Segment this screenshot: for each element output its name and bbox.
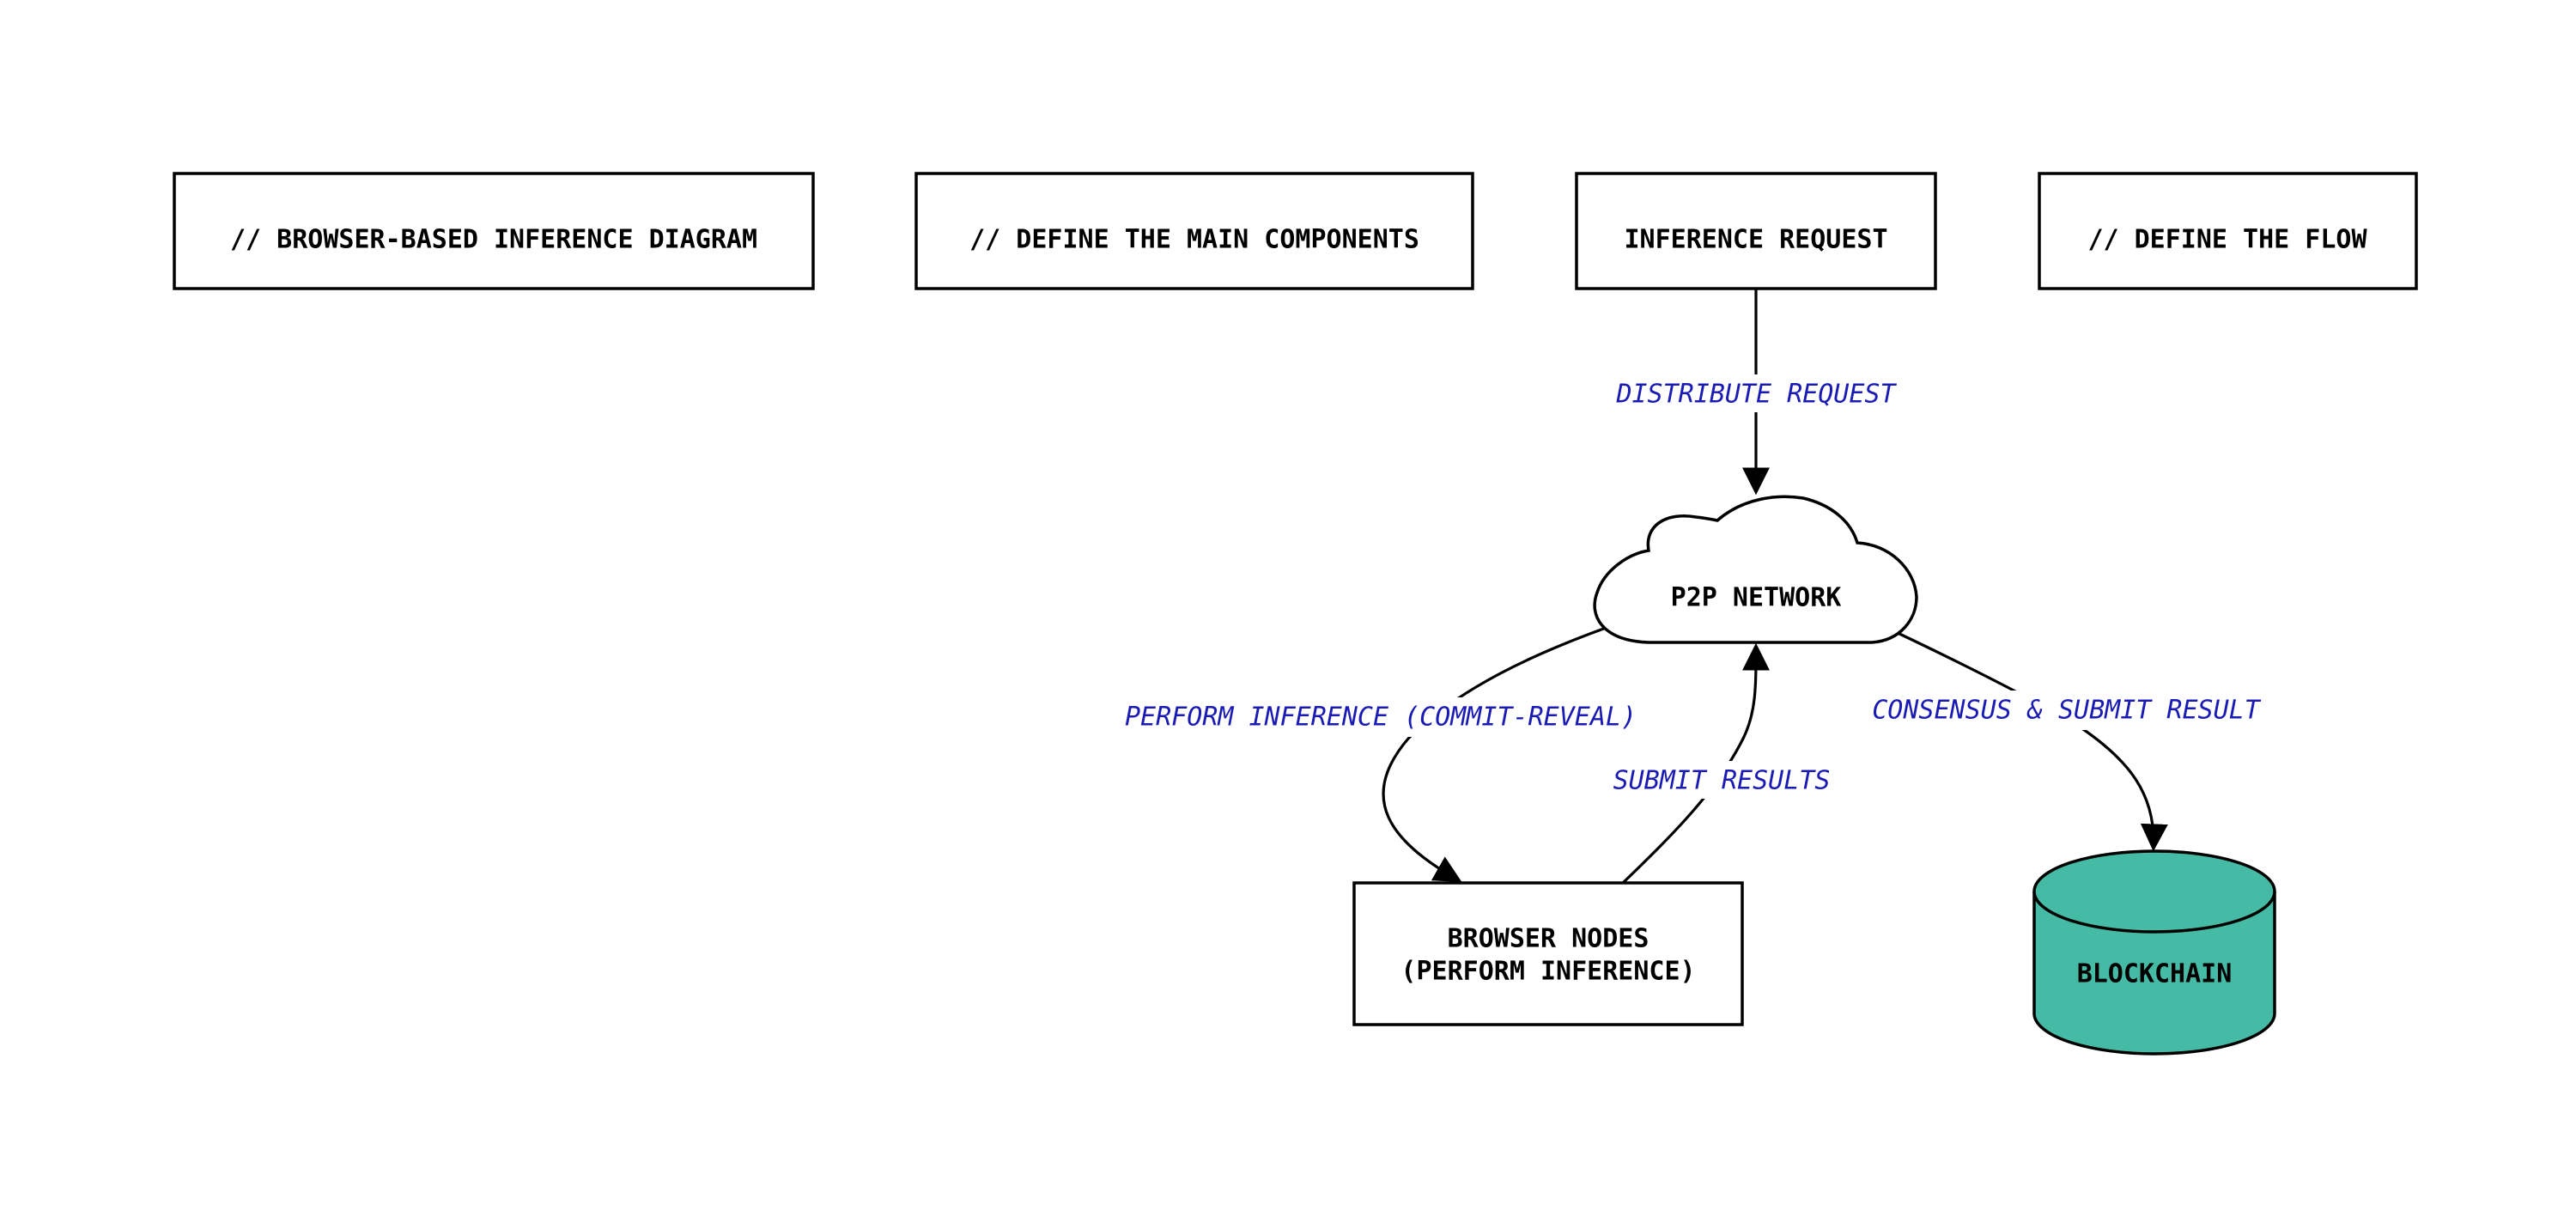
comment-box-main-components: // DEFINE THE MAIN COMPONENTS (914, 172, 1474, 290)
edge-perform-inference-label: PERFORM INFERENCE (COMMIT-REVEAL) (1125, 703, 1637, 733)
comment-box-browser-inference: // BROWSER-BASED INFERENCE DIAGRAM (173, 172, 815, 290)
comment-box-flow-frame (2038, 172, 2418, 290)
edge-perform-inference-label-bg (1106, 697, 1656, 737)
inference-request-frame (1575, 172, 1937, 290)
browser-nodes-node: BROWSER NODES (PERFORM INFERENCE) (1352, 881, 1744, 1026)
edge-submit-results-label-bg (1602, 761, 1841, 799)
edge-distribute-request-label: DISTRIBUTE REQUEST (1615, 380, 1897, 410)
edge-submit-results-label: SUBMIT RESULTS (1613, 766, 1831, 796)
comment-box-main-components-frame (914, 172, 1474, 290)
browser-nodes-label-line1: BROWSER NODES (1448, 924, 1649, 954)
p2p-network-node: P2P NETWORK (1593, 495, 1918, 644)
blockchain-cylinder-top (2032, 849, 2276, 934)
p2p-network-cloud-shape (1593, 495, 1918, 644)
comment-box-flow: // DEFINE THE FLOW (2038, 172, 2418, 290)
inference-request-label: INFERENCE REQUEST (1624, 225, 1887, 255)
blockchain-node: BLOCKCHAIN (2032, 849, 2276, 1056)
browser-nodes-label-line2: (PERFORM INFERENCE) (1400, 957, 1695, 987)
edge-submit-results: SUBMIT RESULTS (1602, 642, 1841, 885)
edge-perform-inference-line (1382, 625, 1609, 883)
comment-box-browser-inference-frame (173, 172, 815, 290)
edge-submit-results-line (1621, 642, 1770, 885)
blockchain-cylinder-body (2032, 891, 2276, 1056)
inference-request-node: INFERENCE REQUEST (1575, 172, 1937, 290)
edge-distribute-request-label-bg (1601, 374, 1911, 412)
comment-box-main-components-label: // DEFINE THE MAIN COMPONENTS (969, 225, 1419, 255)
edge-consensus-submit-label: CONSENSUS & SUBMIT RESULT (1872, 696, 2261, 726)
edge-perform-inference: PERFORM INFERENCE (COMMIT-REVEAL) (1106, 625, 1656, 883)
p2p-network-label: P2P NETWORK (1671, 583, 1842, 613)
browser-nodes-frame (1352, 881, 1744, 1026)
comment-box-flow-label: // DEFINE THE FLOW (2087, 225, 2367, 255)
edge-consensus-submit-label-bg (1855, 691, 2275, 730)
comment-box-browser-inference-label: // BROWSER-BASED INFERENCE DIAGRAM (230, 225, 757, 255)
edge-distribute-request: DISTRIBUTE REQUEST (1601, 289, 1911, 496)
edge-consensus-submit: CONSENSUS & SUBMIT RESULT (1855, 630, 2275, 852)
edge-consensus-submit-line (1895, 630, 2168, 852)
blockchain-label: BLOCKCHAIN (2077, 959, 2233, 989)
